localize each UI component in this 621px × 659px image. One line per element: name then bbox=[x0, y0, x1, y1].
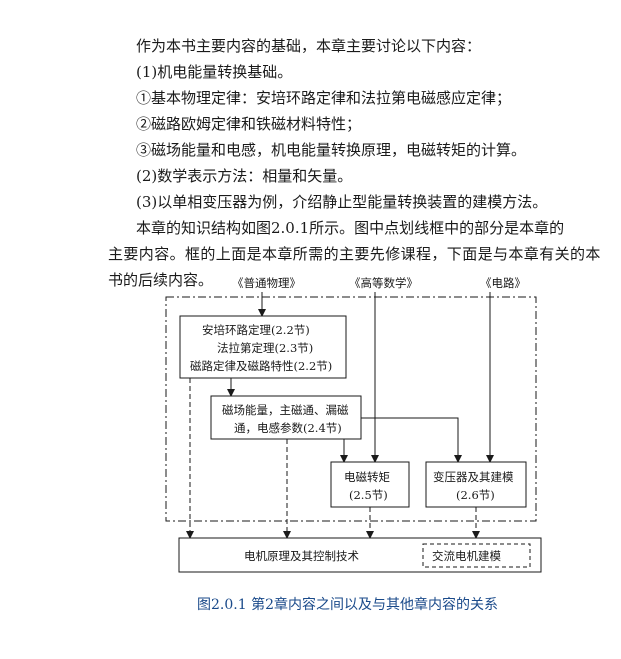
box-transformer-line1: 变压器及其建模 bbox=[433, 470, 514, 484]
list-item: ③磁场能量和电感，机电能量转换原理，电磁转矩的计算。 bbox=[136, 141, 527, 159]
box-basic-laws-line1: 安培环路定理(2.2节) bbox=[202, 323, 310, 337]
list-item: (1)机电能量转换基础。 bbox=[136, 63, 293, 81]
box-ac-motor-modeling bbox=[422, 543, 531, 568]
arrow bbox=[361, 417, 462, 463]
box-transformer-line2: (2.6节) bbox=[456, 488, 495, 502]
box-basic-laws-line3: 磁路定律及磁路特性(2.2节) bbox=[190, 359, 332, 373]
box-magnetic-energy bbox=[210, 395, 362, 440]
course-label-physics: 《普通物理》 bbox=[232, 276, 301, 290]
box-magnetic-energy-line2: 通，电感参数(2.4节) bbox=[234, 421, 342, 435]
paragraph-line: 作为本书主要内容的基础，本章主要讨论以下内容： bbox=[136, 37, 482, 55]
box-basic-laws bbox=[179, 315, 347, 379]
course-label-math: 《高等数学》 bbox=[349, 276, 418, 290]
list-item: (3)以单相变压器为例，介绍静止型能量转换装置的建模方法。 bbox=[136, 193, 548, 211]
box-em-torque-line1: 电磁转矩 bbox=[344, 470, 390, 484]
paragraph-line: 主要内容。框的上面是本章所需的主要先修课程，下面是与本章有关的本 bbox=[108, 245, 601, 263]
box-transformer bbox=[425, 461, 527, 508]
box-magnetic-energy-line1: 磁场能量，主磁通、漏磁 bbox=[222, 403, 349, 417]
list-item: ②磁路欧姆定律和铁磁材料特性； bbox=[136, 115, 362, 133]
course-label-circuits: 《电路》 bbox=[480, 276, 526, 290]
figure-caption: 图2.0.1 第2章内容之间以及与其他章内容的关系 bbox=[197, 597, 498, 613]
box-em-torque-line2: (2.5节) bbox=[349, 488, 388, 502]
ac-motor-modeling-label: 交流电机建模 bbox=[432, 549, 501, 563]
box-basic-laws-line2: 法拉第定理(2.3节) bbox=[217, 341, 313, 355]
box-em-torque bbox=[330, 461, 410, 508]
paragraph-line: 书的后续内容。 bbox=[108, 271, 214, 289]
list-item: ①基本物理定律：安培环路定律和法拉第电磁感应定律； bbox=[136, 89, 512, 107]
list-item: (2)数学表示方法：相量和矢量。 bbox=[136, 167, 353, 185]
subsequent-content-label: 电机原理及其控制技术 bbox=[244, 549, 359, 563]
paragraph-line: 本章的知识结构如图2.0.1所示。图中点划线框中的部分是本章的 bbox=[136, 219, 565, 237]
chapter-frame bbox=[165, 296, 537, 522]
